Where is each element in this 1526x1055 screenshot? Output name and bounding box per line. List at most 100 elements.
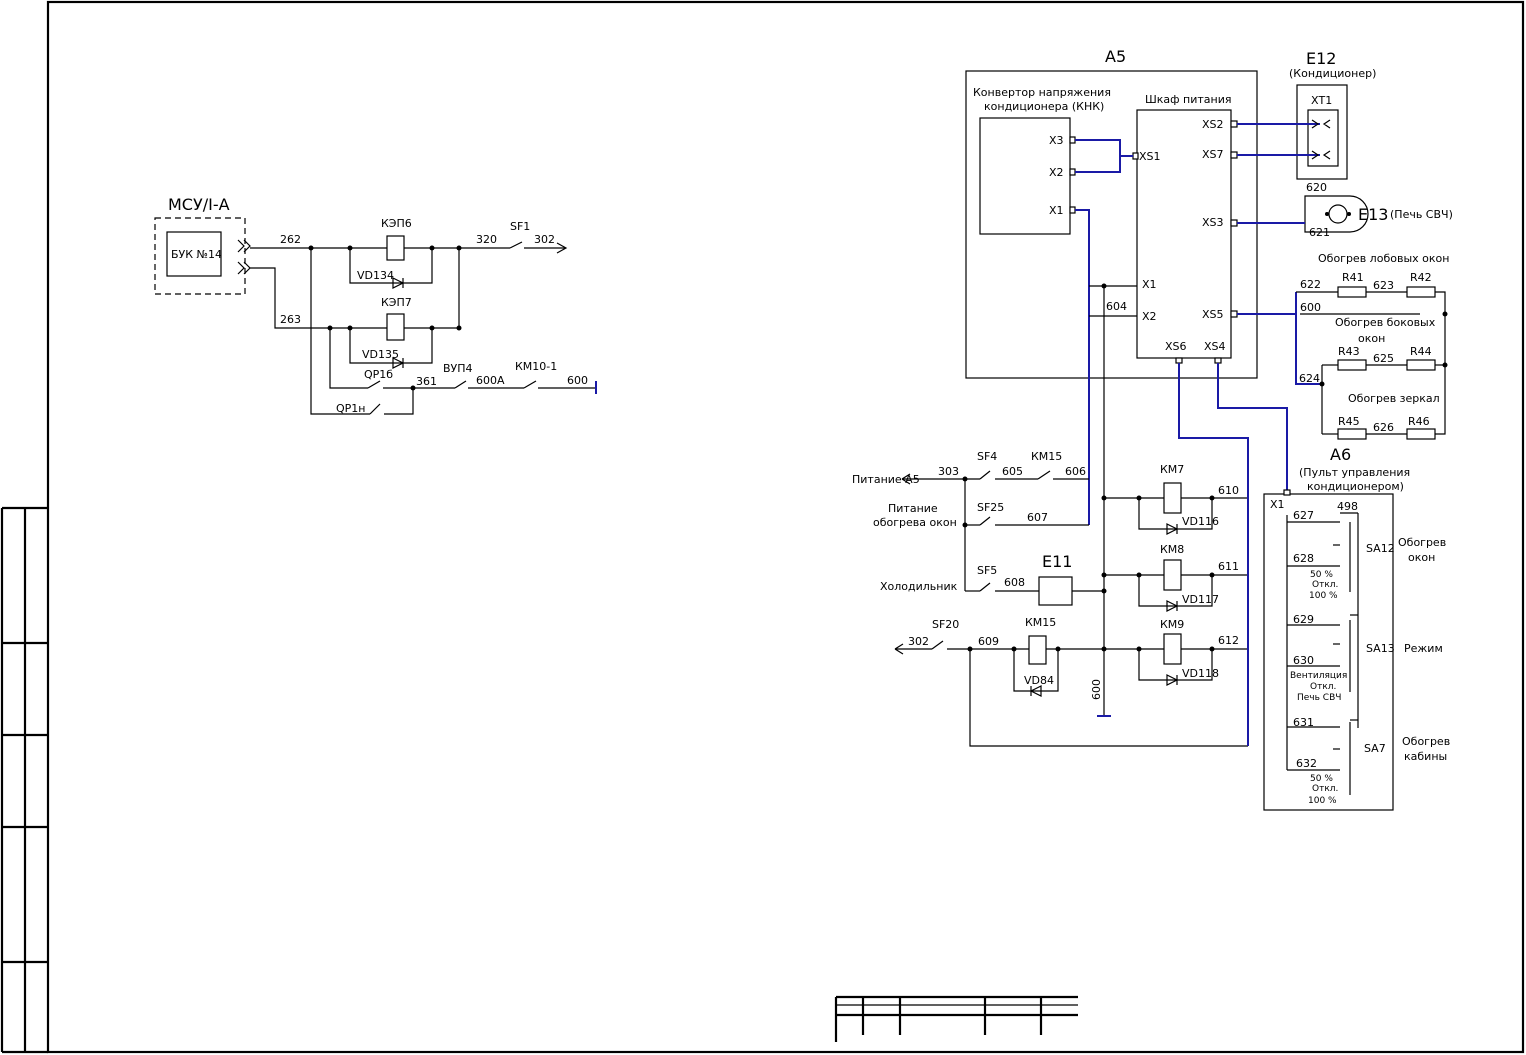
- relay-kep7-label: КЭП7: [381, 296, 412, 309]
- sa7-pos-50: 50 %: [1310, 774, 1333, 784]
- wire-600-left: 600: [567, 374, 588, 387]
- wire-622: 622: [1300, 278, 1321, 291]
- converter-label-1: Конвертор напряжения: [973, 86, 1111, 99]
- wire-600a: 600А: [476, 374, 505, 387]
- e12-connector: ХТ1: [1311, 94, 1332, 107]
- wire-620: 620: [1306, 181, 1327, 194]
- relay-km7: [1163, 482, 1182, 514]
- label-holodilnik: Холодильник: [880, 580, 958, 593]
- resistor-r42: [1406, 286, 1436, 298]
- wire-263: 263: [280, 313, 301, 326]
- e12-block: Е12 (Кондиционер) ХТ1: [1237, 49, 1376, 180]
- diode-vd117: VD117: [1182, 593, 1219, 606]
- resistor-r46: [1406, 428, 1436, 440]
- sa7-label-1: Обогрев: [1402, 735, 1450, 748]
- wire-632: 632: [1296, 757, 1317, 770]
- relay-km15: [1028, 635, 1047, 665]
- converter-knk: [979, 117, 1071, 235]
- relay-km7-label: КМ7: [1160, 463, 1184, 476]
- heater-side-label: Обогрев боковых: [1335, 316, 1436, 329]
- wire-302: 302: [908, 635, 929, 648]
- sa7-label-2: кабины: [1404, 750, 1447, 763]
- e13-symbol: [1304, 195, 1369, 233]
- heater-windshield-label: Обогрев лобовых окон: [1318, 252, 1449, 265]
- switch-sf20: SF20: [932, 618, 959, 631]
- e11-block: [1038, 576, 1073, 606]
- wire-628: 628: [1293, 552, 1314, 565]
- resistor-r41-label: R41: [1342, 271, 1364, 284]
- conv-pin-x3: X3: [1049, 134, 1064, 147]
- wire-631: 631: [1293, 716, 1314, 729]
- wire-600-heater: 600: [1300, 301, 1321, 314]
- relay-kep6-label: КЭП6: [381, 217, 412, 230]
- heater-side-label-2: окон: [1358, 332, 1385, 345]
- relay-km8: [1163, 559, 1182, 591]
- e13-block: 620 621 Е13 (Печь СВЧ): [1237, 181, 1453, 239]
- switch-sa7: SA7: [1364, 742, 1386, 755]
- wire-627: 627: [1293, 509, 1314, 522]
- diode-vd134-label: VD134: [357, 269, 394, 282]
- a6-subtitle-2: кондиционером): [1307, 480, 1404, 493]
- switch-qp1b: QP1б: [364, 368, 393, 381]
- switch-sf1: SF1: [510, 220, 530, 233]
- heaters-block: Обогрев лобовых окон Обогрев боковых око…: [1237, 252, 1449, 440]
- sa12-pos-off: Откл.: [1312, 580, 1338, 590]
- buk-block: [166, 231, 222, 277]
- power-distribution: Питание А5 303 SF4 605 КМ15 606 Питание …: [852, 286, 1288, 747]
- power-cabinet: [1136, 109, 1232, 359]
- wire-600-vertical: 600: [1090, 679, 1103, 700]
- diode-vd118: VD118: [1182, 667, 1219, 680]
- a5-block: А5 Конвертор напряжения кондиционера (КН…: [965, 47, 1258, 525]
- switch-sf25: SF25: [977, 501, 1004, 514]
- sa13-label: Режим: [1404, 642, 1443, 655]
- wire-610: 610: [1218, 484, 1239, 497]
- a6-block: А6 (Пульт управления кондиционером) X1 4…: [1263, 445, 1450, 811]
- e13-title: Е13: [1358, 205, 1388, 224]
- conv-pin-x1: X1: [1049, 204, 1064, 217]
- cab-pin-x1: X1: [1142, 278, 1157, 291]
- a6-frame: [1263, 493, 1394, 811]
- wire-612: 612: [1218, 634, 1239, 647]
- cab-pin-x2: X2: [1142, 310, 1157, 323]
- label-pitanie-obogreva-1: Питание: [888, 502, 938, 515]
- diode-vd84: VD84: [1024, 674, 1054, 687]
- resistor-r45-label: R45: [1338, 415, 1360, 428]
- msu-label: МСУ/I-А: [168, 195, 230, 214]
- a5-title: А5: [1105, 47, 1126, 66]
- e12-subtitle: (Кондиционер): [1289, 67, 1376, 80]
- sa13-pos-pech: Печь СВЧ: [1297, 693, 1341, 703]
- sa7-pos-off: Откл.: [1312, 784, 1338, 794]
- cabinet-label: Шкаф питания: [1145, 93, 1232, 106]
- label-pitanie-a5: Питание А5: [852, 473, 920, 486]
- wire-623: 623: [1373, 279, 1394, 292]
- wire-629: 629: [1293, 613, 1314, 626]
- cab-pin-xs1: XS1: [1139, 150, 1161, 163]
- wire-621: 621: [1309, 226, 1330, 239]
- buk-label: БУК №14: [171, 248, 222, 261]
- e12-title: Е12: [1306, 49, 1336, 68]
- switch-km10-1: КМ10-1: [515, 360, 557, 373]
- msu-block: [154, 217, 246, 295]
- resistor-r45: [1337, 428, 1367, 440]
- wire-604: 604: [1106, 300, 1127, 313]
- cab-pin-xs6: XS6: [1165, 340, 1187, 353]
- wire-608: 608: [1004, 576, 1025, 589]
- diode-vd135: [392, 357, 405, 369]
- e13-subtitle: (Печь СВЧ): [1390, 208, 1453, 221]
- wire-262: 262: [280, 233, 301, 246]
- title-block-fragment: [834, 995, 1078, 1042]
- wire-626: 626: [1373, 421, 1394, 434]
- diode-vd116: VD116: [1182, 515, 1219, 528]
- sa12-label-2: окон: [1408, 551, 1435, 564]
- sa12-pos-50: 50 %: [1310, 570, 1333, 580]
- cab-pin-xs3: XS3: [1202, 216, 1224, 229]
- e12-frame: [1296, 84, 1348, 180]
- heater-mirror-label: Обогрев зеркал: [1348, 392, 1440, 405]
- resistor-r44: [1406, 359, 1436, 371]
- wire-611: 611: [1218, 560, 1239, 573]
- e11-label: Е11: [1042, 552, 1072, 571]
- cab-pin-xs7: XS7: [1202, 148, 1224, 161]
- wire-625: 625: [1373, 352, 1394, 365]
- wire-607: 607: [1027, 511, 1048, 524]
